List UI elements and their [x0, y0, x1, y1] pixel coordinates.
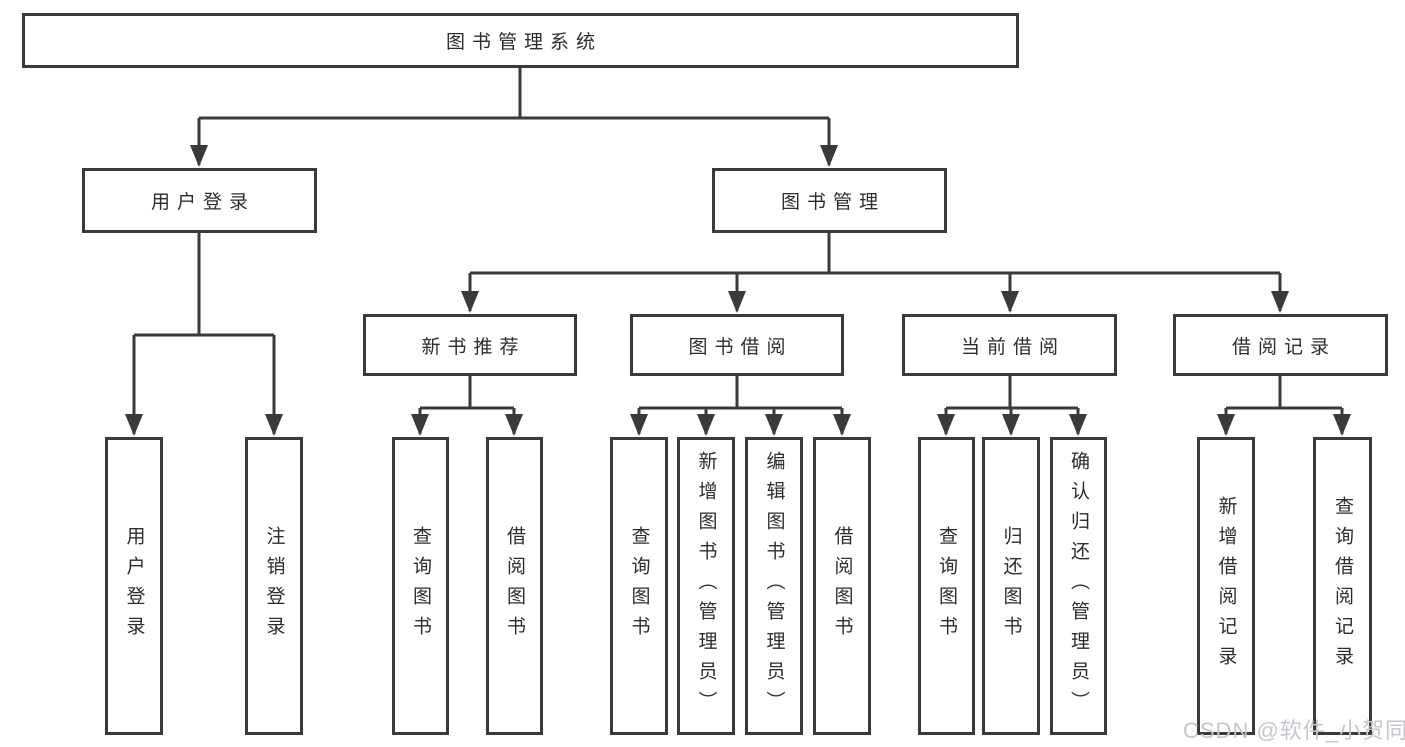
node-library-system: 图书管理系统: [22, 13, 1019, 68]
arrowhead: [505, 414, 523, 436]
leaf-borrow-book-recommend: 借阅图书: [486, 437, 543, 735]
node-user-login: 用户登录: [82, 168, 317, 233]
connector-book-borrow: [637, 376, 844, 434]
arrowhead: [728, 291, 746, 313]
arrowhead: [461, 291, 479, 313]
arrowhead: [820, 145, 838, 167]
arrowhead: [265, 414, 283, 436]
arrowhead: [1271, 291, 1289, 313]
node-new-book-recommend: 新书推荐: [363, 314, 577, 376]
arrowhead: [697, 414, 715, 436]
arrowhead: [1217, 414, 1235, 436]
csdn-watermark: CSDN @软件_小贺同学: [1183, 718, 1405, 743]
leaf-add-borrow-record: 新增借阅记录: [1197, 437, 1255, 735]
arrowhead: [125, 414, 143, 436]
arrowhead: [1333, 414, 1351, 436]
leaf-edit-book-admin: 编辑图书（管理员）: [745, 437, 803, 735]
leaf-user-login: 用户登录: [105, 437, 163, 735]
arrowhead: [765, 414, 783, 436]
arrowhead: [411, 414, 429, 436]
leaf-query-book-current: 查询图书: [918, 437, 975, 735]
leaf-return-book: 归还图书: [982, 437, 1040, 735]
leaf-query-book-recommend: 查询图书: [392, 437, 449, 735]
leaf-borrow-book: 借阅图书: [813, 437, 871, 735]
connector-root: [197, 68, 831, 165]
arrowhead: [630, 414, 648, 436]
arrowheads: [125, 145, 1351, 436]
node-borrow-records: 借阅记录: [1173, 314, 1388, 376]
node-book-borrow: 图书借阅: [630, 314, 844, 376]
connector-borrow-records: [1224, 376, 1344, 434]
leaf-query-borrow-record: 查询借阅记录: [1313, 437, 1372, 735]
connector-user-login: [132, 233, 276, 434]
leaf-query-book-borrow: 查询图书: [610, 437, 668, 735]
node-book-management: 图书管理: [712, 168, 947, 233]
leaf-add-book-admin: 新增图书（管理员）: [677, 437, 735, 735]
node-current-borrow: 当前借阅: [902, 314, 1117, 376]
connector-book-management: [468, 233, 1282, 311]
leaf-logout: 注销登录: [245, 437, 303, 735]
arrowhead: [1069, 414, 1087, 436]
arrowhead: [1002, 414, 1020, 436]
arrowhead: [937, 414, 955, 436]
connector-new-book-recommend: [418, 376, 516, 434]
arrowhead: [190, 145, 208, 167]
arrowhead: [833, 414, 851, 436]
arrowhead: [1001, 291, 1019, 313]
leaf-confirm-return-admin: 确认归还（管理员）: [1050, 437, 1107, 735]
